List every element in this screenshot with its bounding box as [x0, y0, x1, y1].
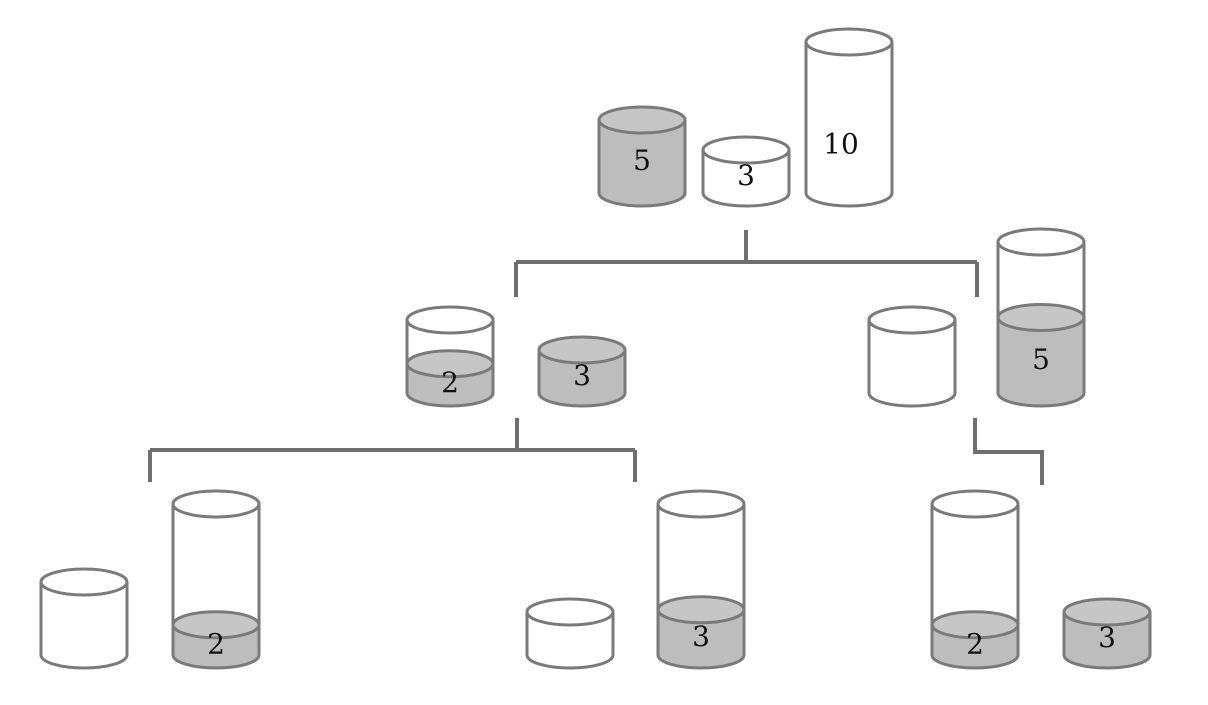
- jug-amount-label: 2: [207, 627, 225, 660]
- jug-bottom-left-5: [39, 567, 129, 670]
- jug-outline: [701, 150, 791, 208]
- jug-rim: [996, 227, 1086, 257]
- jug-amount-label: 3: [692, 620, 710, 653]
- jug-rim: [537, 335, 627, 365]
- jug-outline: [656, 504, 746, 670]
- right-branch: [973, 418, 1044, 485]
- liquid-body: [1064, 612, 1150, 668]
- jug-left-5: 2: [405, 305, 495, 408]
- jug-body: [869, 320, 955, 406]
- jug-rim: [930, 489, 1020, 519]
- liquid-body: [658, 609, 744, 668]
- jug-empty-space: [658, 504, 744, 610]
- jug-rim: [171, 489, 261, 519]
- jug-amount-label: 5: [633, 144, 651, 177]
- jug-amount-label: 2: [966, 627, 984, 660]
- jug-right-10: 5: [996, 227, 1086, 408]
- jug-rim: [1062, 597, 1152, 627]
- jug-outline: [597, 120, 687, 208]
- liquid-surface: [171, 610, 261, 640]
- jug-bottom-right-10: 2: [930, 489, 1020, 670]
- jug-outline: [525, 612, 615, 670]
- jug-left-3: 3: [537, 335, 627, 408]
- jug-outline: [867, 320, 957, 408]
- jug-rim: [525, 597, 615, 627]
- liquid-body: [599, 120, 685, 206]
- jug-amount-label: 3: [1098, 621, 1116, 654]
- jug-outline: [405, 320, 495, 408]
- jug-root-5: 5: [597, 105, 687, 208]
- liquid-surface: [996, 303, 1086, 332]
- tree-branches: [148, 230, 1044, 485]
- jug-rim: [597, 105, 687, 135]
- jug-amount-label: 10: [823, 128, 859, 161]
- jug-body: [806, 42, 892, 206]
- jug-rim: [405, 305, 495, 335]
- jug-amount-label: 3: [573, 359, 591, 392]
- jug-outline: [804, 42, 894, 208]
- liquid-surface: [930, 610, 1020, 640]
- jug-right-5: [867, 305, 957, 408]
- jug-body: [527, 612, 613, 668]
- jug-amount-label: 2: [441, 366, 459, 399]
- jug-rim: [39, 567, 129, 597]
- jug-outline: [1062, 612, 1152, 670]
- jug-rim: [656, 489, 746, 519]
- jug-empty-space: [932, 504, 1018, 625]
- left-branch: [148, 418, 637, 482]
- jug-outline: [537, 350, 627, 408]
- liquid-body: [998, 317, 1084, 406]
- jug-root-3: 3: [701, 135, 791, 208]
- liquid-surface: [405, 349, 495, 379]
- jug-rim: [804, 27, 894, 57]
- jug-rim: [701, 135, 791, 165]
- jug-rim: [867, 305, 957, 335]
- jug-bottom-middle-3: [525, 597, 615, 670]
- jug-outline: [171, 504, 261, 670]
- jug-bottom-right-3: 3: [1062, 597, 1152, 670]
- jug-outline: [996, 242, 1086, 408]
- jug-body: [703, 150, 789, 206]
- liquid-surface: [656, 595, 746, 625]
- liquid-body: [539, 350, 625, 406]
- jug-empty-space: [173, 504, 259, 625]
- root-branch: [514, 230, 979, 297]
- jug-root-10: 10: [804, 27, 894, 208]
- jug-amount-label: 3: [737, 159, 755, 192]
- jug-body: [41, 582, 127, 668]
- jug-bottom-middle-10: 3: [656, 489, 746, 670]
- jug-amount-label: 5: [1032, 343, 1050, 376]
- jug-cylinders: 5 3 10 2 3 5 2 3 2 3: [39, 27, 1152, 670]
- jug-outline: [39, 582, 129, 670]
- jug-outline: [930, 504, 1020, 670]
- jug-bottom-left-10: 2: [171, 489, 261, 670]
